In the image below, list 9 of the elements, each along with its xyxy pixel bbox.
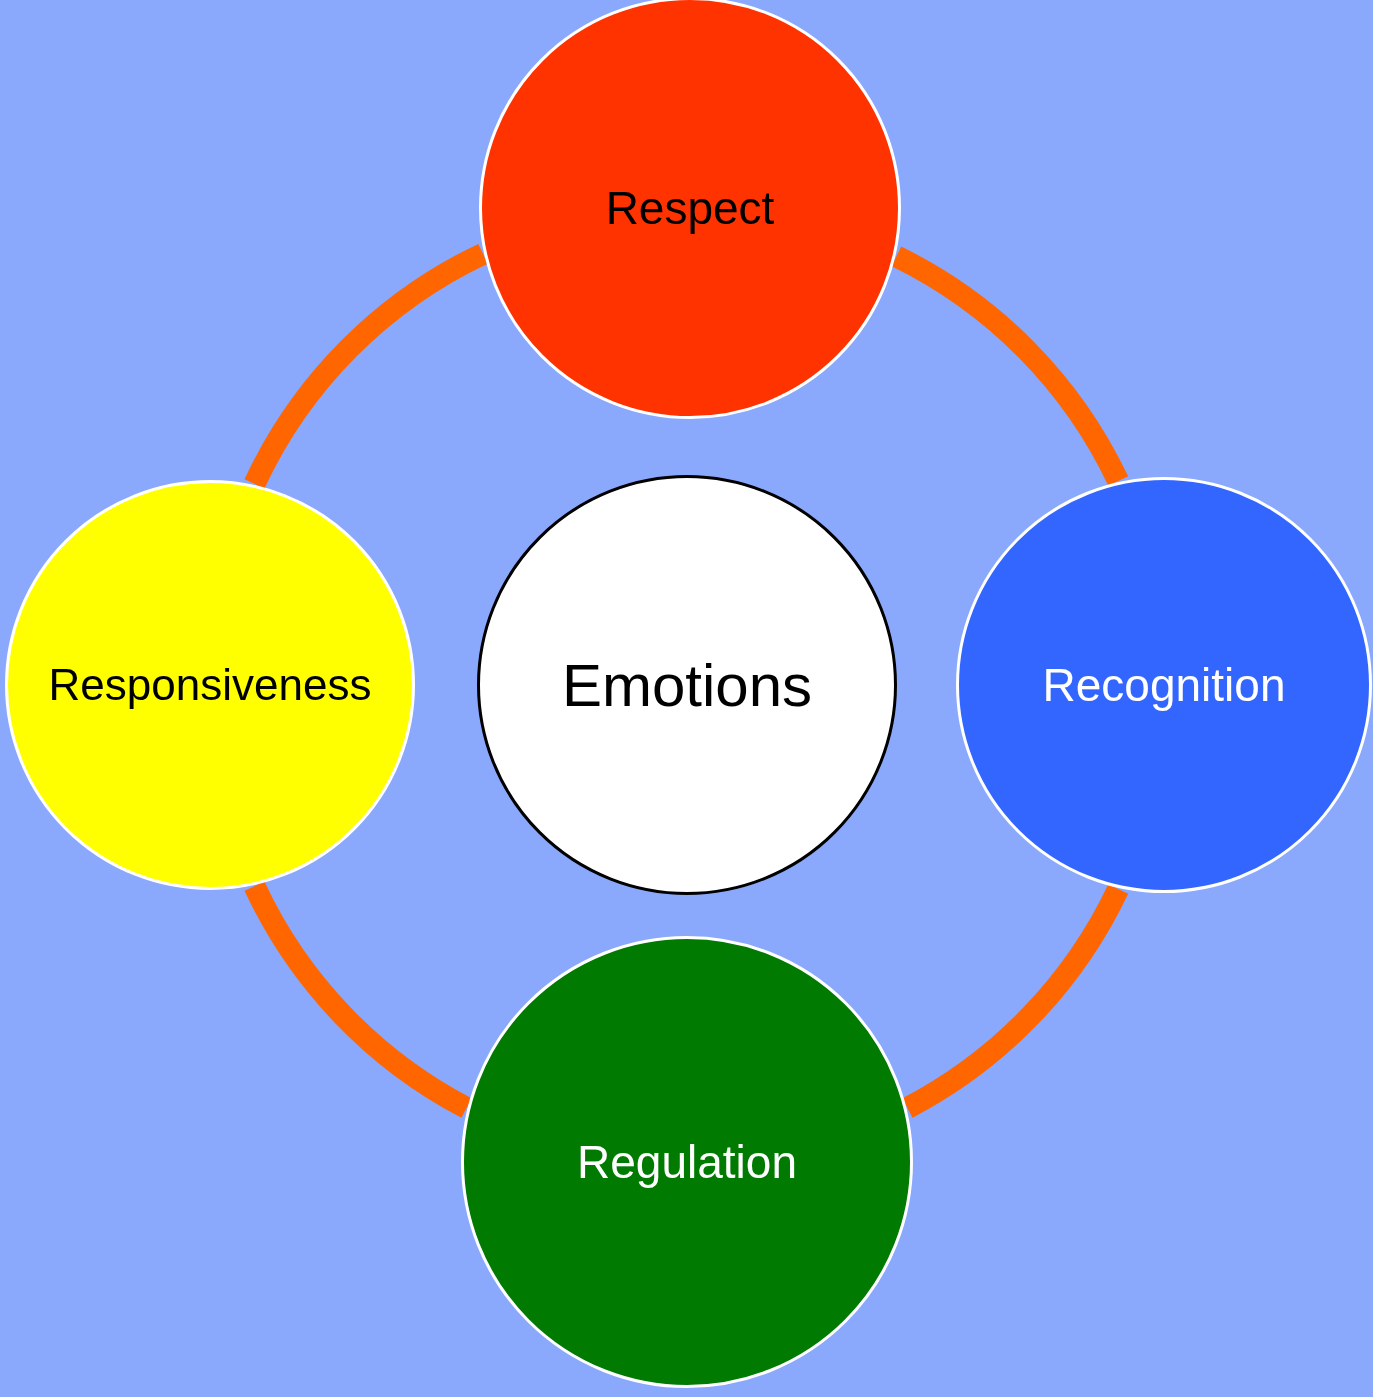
ring-connector bbox=[244, 244, 489, 490]
node-label: Recognition bbox=[1042, 658, 1286, 712]
ring-connector bbox=[901, 883, 1128, 1118]
ring-connector bbox=[891, 246, 1128, 487]
node-label: Emotions bbox=[561, 650, 813, 720]
ring-connector bbox=[244, 880, 473, 1118]
node-label: Respect bbox=[605, 181, 775, 235]
node-label: Responsiveness bbox=[48, 660, 372, 710]
node-label: Regulation bbox=[577, 1135, 797, 1189]
